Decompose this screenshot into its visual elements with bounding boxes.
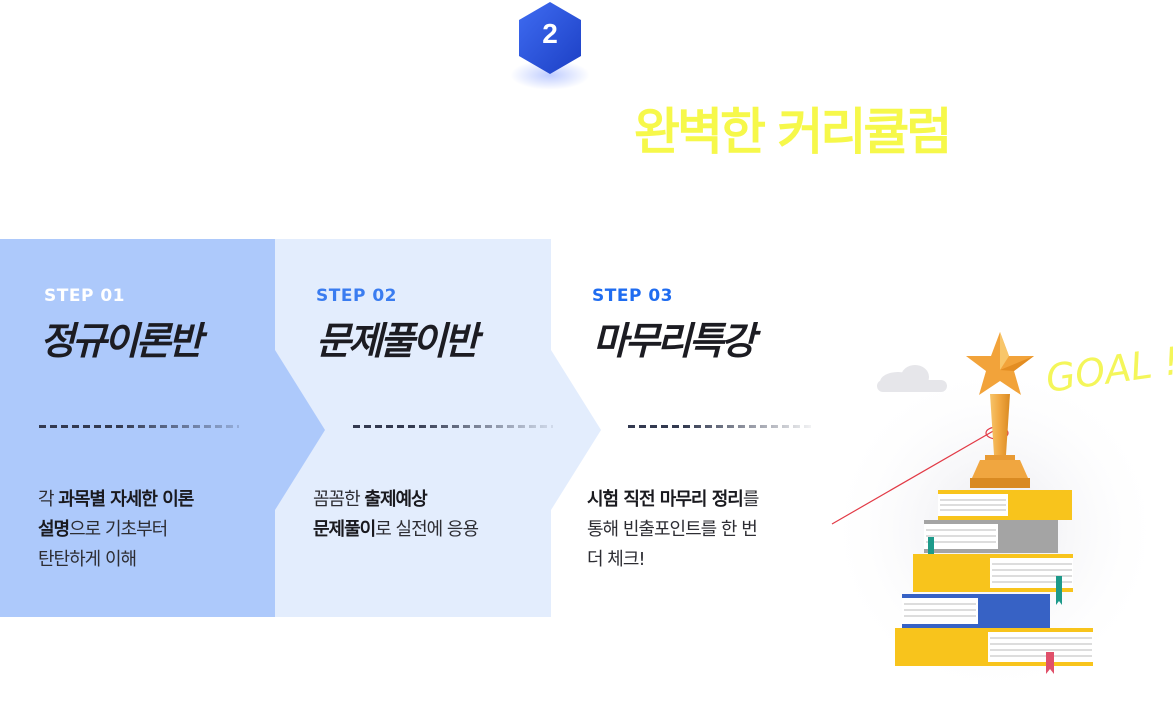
description-line: 꼼꼼한 출제예상	[313, 485, 478, 515]
step2-title: 문제풀이반	[316, 319, 479, 363]
cloud-icon	[877, 365, 947, 392]
description-bold-text: 과목별 자세한 이론	[58, 489, 194, 510]
star-icon	[966, 332, 1034, 395]
description-line: 각 과목별 자세한 이론	[38, 485, 194, 515]
step2-label: STEP 02	[316, 286, 397, 306]
description-text: 로 실전에 응용	[375, 519, 479, 540]
page-headline: 완벽한 커리큘럼	[634, 103, 952, 161]
trophy-icon	[970, 394, 1030, 488]
step1-title: 정규이론반	[40, 319, 203, 363]
hexagon-badge	[519, 2, 581, 74]
description-bold-text: 출제예상	[364, 489, 427, 510]
step2-arrow	[551, 350, 601, 510]
description-line: 시험 직전 마무리 정리를	[587, 485, 760, 515]
description-text: 를	[742, 489, 760, 510]
step1-panel	[0, 239, 275, 617]
goal-text: GOAL !	[1043, 339, 1173, 401]
step2-divider	[353, 425, 553, 428]
description-text: 통해 빈출포인트를 한 번	[587, 519, 758, 540]
description-text: 꼼꼼한	[313, 489, 365, 510]
description-bold-text: 시험 직전 마무리 정리	[587, 489, 744, 510]
description-text: 으로 기초부터	[69, 519, 168, 540]
step1-label: STEP 01	[44, 286, 125, 306]
step-number-badge: 2	[517, 0, 583, 76]
step1-arrow	[275, 350, 325, 510]
step3-divider	[628, 425, 813, 428]
books-stack-illustration	[895, 490, 1093, 674]
step3-title: 마무리특강	[593, 319, 756, 363]
description-text: 각	[38, 489, 59, 510]
description-bold-text: 문제풀이	[313, 519, 376, 540]
goal-illustration: GOAL !	[820, 330, 1173, 700]
description-line: 통해 빈출포인트를 한 번	[587, 515, 758, 545]
description-bold-text: 설명	[38, 519, 70, 540]
description-text: 더 체크!	[587, 549, 646, 570]
badge-number: 2	[542, 18, 558, 49]
description-text: 탄탄하게 이해	[38, 549, 137, 570]
description-line: 문제풀이로 실전에 응용	[313, 515, 479, 545]
description-line: 설명으로 기초부터	[38, 515, 193, 545]
description-line: 더 체크!	[587, 545, 758, 575]
step3-label: STEP 03	[592, 286, 673, 306]
description-line: 탄탄하게 이해	[38, 545, 193, 575]
step1-divider	[39, 425, 239, 428]
